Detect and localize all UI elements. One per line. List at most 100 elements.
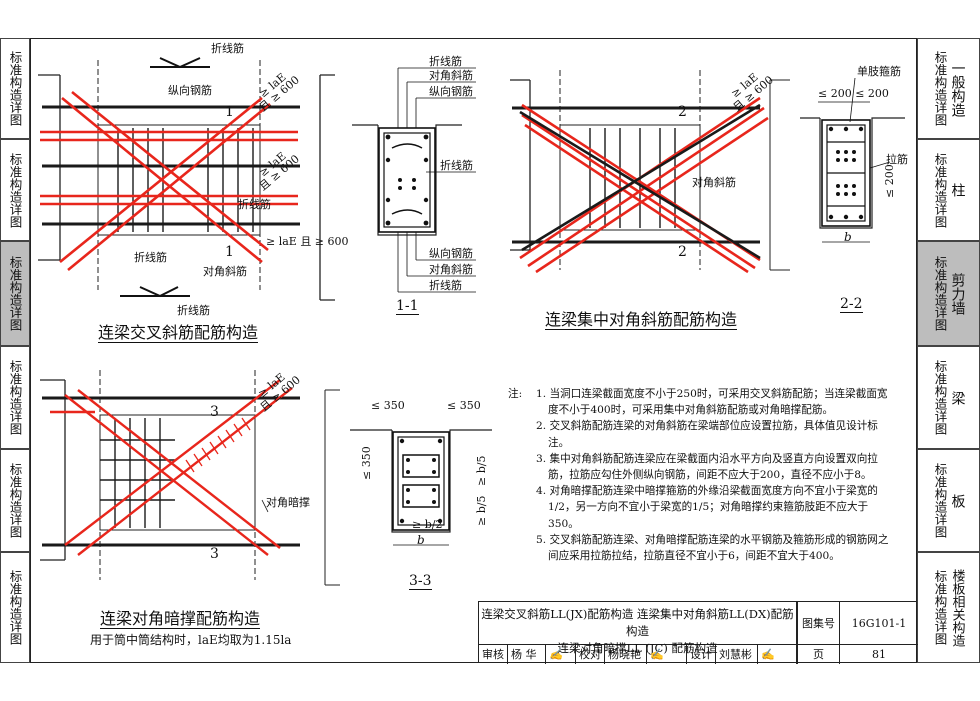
note-item: 3. 集中对角斜筋配筋连梁应在梁截面内沿水平方向及竖直方向设置双向拉筋，拉筋应勾… [536,452,878,482]
s22-label-b: b [844,230,852,244]
s22-label-v200: ≤ 200 [883,164,896,198]
brace-section-mark: 3 [210,404,219,420]
conc-label-diag: 对角斜筋 [692,175,736,189]
atlas-label: 图集号 [797,602,839,645]
brace-subtitle: 用于筒中筒结构时，laE均取为1.15la [90,633,292,647]
section-2-2: 单肢箍筋 ≤ 200 ≤ 200 拉筋 ≤ 200 b [800,64,908,244]
left-tab-5[interactable]: 标准构造详图 [0,449,30,552]
right-tab-label: 标准构造详图 [932,570,948,645]
s33-label-b5a: ≥ b/5 [475,456,488,486]
cross-label-bent-top: 折线筋 [211,41,244,55]
left-tab-3[interactable]: 标准构造详图 [0,241,30,346]
checker-signature: ✍ [647,645,687,664]
design-label: 设计 [687,645,716,664]
note-item: 4. 对角暗撑配筋连梁中暗撑箍筋的外缘沿梁截面宽度方向不宜小于梁宽的1/2，另一… [536,485,878,530]
title-block-line2: 连梁对角暗撑LL (JC) 配筋构造 [557,641,718,655]
title-block-line1: 连梁交叉斜筋LL(JX)配筋构造 连梁集中对角斜筋LL(DX)配筋构造 [481,607,794,638]
notes-list: 1. 当洞口连梁截面宽度不小于250时，可采用交叉斜筋配筋；当连梁截面宽度不小于… [508,386,898,564]
brace-title: 连梁对角暗撑配筋构造 [100,609,261,629]
cross-label-bent-mid: 折线筋 [238,197,271,211]
right-tab-beam[interactable]: 梁标准构造详图 [917,346,980,449]
reviewer: 杨 华 [508,645,546,664]
s33-label-350a: ≤ 350 [371,399,405,412]
note-item: 2. 交叉斜筋配筋连梁的对角斜筋在梁端部位应设置拉筋，具体值见设计标注。 [536,420,878,449]
page-label: 页 [797,645,839,664]
right-tab-label: 标准构造详图 [932,152,948,228]
right-tab-floor-related[interactable]: 楼板相关构造标准构造详图 [917,552,980,663]
s22-label-spacing: ≤ 200 ≤ 200 [818,87,889,100]
right-tab-column[interactable]: 柱标准构造详图 [917,139,980,241]
s11-label-b: 对角斜筋 [429,68,473,82]
left-tab-label: 标准构造详图 [7,256,23,331]
diagonal-brace-drawing: 对角暗撑 3 3 ≥ laE 且 ≥ 600 [40,370,340,586]
concentrated-diagonal-drawing: 对角斜筋 2 2 ≥ laE 且 ≥ 600 [510,70,790,274]
note-item: 5. 交叉斜筋配筋连梁、对角暗撑配筋连梁的水平钢筋及箍筋形成的钢筋网之间应采用拉… [536,533,889,563]
cross-label-bent-left: 折线筋 [134,250,167,264]
s11-label-a: 折线筋 [429,54,462,68]
right-tab-label: 标准构造详图 [932,463,948,538]
left-tab-1[interactable]: 标准构造详图 [0,38,30,139]
section-3-3: ≤ 350 ≤ 350 ≤ 350 ≥ b/5 ≥ b/5 ≥ b/2 b [350,399,492,547]
right-tab-label: 标准构造详图 [932,256,948,331]
right-tab-category: 楼板相关构造 [949,568,965,647]
s33-label-b: b [417,533,425,547]
right-tab-shear-wall[interactable]: 剪力墙标准构造详图 [917,241,980,346]
right-tab-label: 标准构造详图 [932,360,948,435]
s22-label-single-stirrup: 单肢箍筋 [857,64,901,78]
cross-title: 连梁交叉斜筋配筋构造 [98,323,259,343]
left-tab-label: 标准构造详图 [7,51,23,126]
s33-label-350b: ≤ 350 [447,399,481,412]
left-tab-2[interactable]: 标准构造详图 [0,139,30,241]
signature-row: 审核 杨 华 ✍ 校对 杨晓艳 ✍ 设计 刘慧彬 ✍ [479,645,797,664]
s33-label-b2: ≥ b/2 [412,518,442,531]
drawing-frame [30,38,917,663]
designer-signature: ✍ [761,648,775,661]
cross-diagonal-drawing: 折线筋 纵向钢筋 折线筋 折线筋 对角斜筋 折线筋 1 1 ≥ laE 且 ≥ … [38,41,349,317]
left-tab-6[interactable]: 标准构造详图 [0,552,30,663]
section-2-2-label: 2-2 [840,296,863,313]
atlas-value: 16G101-1 [839,602,918,645]
s11-label-g: 折线筋 [429,278,462,292]
s33-label-b5b: ≥ b/5 [475,496,488,526]
right-tab-category: 剪力墙 [949,272,966,315]
section-3-3-label: 3-3 [409,573,432,590]
cross-lae-3: ≥ laE 且 ≥ 600 [266,235,349,248]
s11-label-f: 对角斜筋 [429,262,473,276]
section-1-1-label: 1-1 [396,298,419,315]
concentrated-title: 连梁集中对角斜筋配筋构造 [545,310,738,330]
section-1-1: 折线筋 对角斜筋 纵向钢筋 折线筋 纵向钢筋 对角斜筋 折线筋 [352,54,476,293]
review-label: 审核 [479,645,508,664]
checker: 杨晓艳 [605,645,647,664]
s11-label-d: 折线筋 [440,158,473,172]
page-value: 81 [839,645,918,664]
check-label: 校对 [576,645,605,664]
left-tab-4[interactable]: 标准构造详图 [0,346,30,449]
s11-label-c: 纵向钢筋 [429,84,473,98]
s33-label-v350: ≤ 350 [360,446,373,480]
reviewer-signature: ✍ [546,645,576,664]
right-tab-label: 标准构造详图 [932,51,948,126]
designer: 刘慧彬 [716,645,758,664]
cross-label-bent-bottom: 折线筋 [177,303,210,317]
brace-section-mark-bottom: 3 [210,546,219,562]
s22-label-tie: 拉筋 [886,152,908,166]
right-tab-category: 柱 [949,183,966,197]
left-tab-label: 标准构造详图 [7,152,23,228]
s11-label-e: 纵向钢筋 [429,246,473,260]
cross-label-diag: 对角斜筋 [203,264,247,278]
note-item: 1. 当洞口连梁截面宽度不小于250时，可采用交叉斜筋配筋；当连梁截面宽度不小于… [536,388,888,417]
title-block: 连梁交叉斜筋LL(JX)配筋构造 连梁集中对角斜筋LL(DX)配筋构造 连梁对角… [478,601,918,664]
left-tab-label: 标准构造详图 [7,463,23,538]
left-tab-label: 标准构造详图 [7,570,23,645]
title-block-main: 连梁交叉斜筋LL(JX)配筋构造 连梁集中对角斜筋LL(DX)配筋构造 连梁对角… [479,602,797,655]
right-tab-category: 一般构造 [949,60,966,117]
right-tab-general[interactable]: 一般构造标准构造详图 [917,38,980,139]
conc-section-mark: 2 [678,104,687,120]
brace-label: 对角暗撑 [266,495,310,509]
conc-section-mark-bottom: 2 [678,244,687,260]
right-tab-category: 梁 [949,390,966,405]
right-tab-category: 板 [949,493,966,508]
notes: 注: 1. 当洞口连梁截面宽度不小于250时，可采用交叉斜筋配筋；当连梁截面宽度… [508,386,898,564]
notes-head: 注: [508,388,523,400]
